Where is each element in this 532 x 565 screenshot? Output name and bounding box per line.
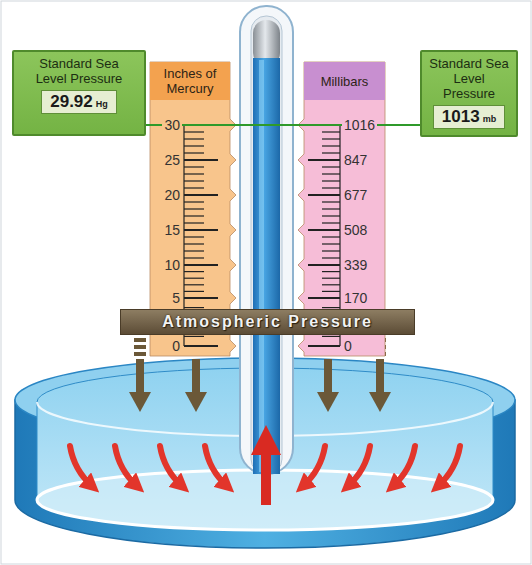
scale-heading: Inches of Mercury [150, 62, 230, 100]
pressure-box: Standard Sea Level Pressure 1013mb [420, 50, 518, 137]
pressure-band: Atmospheric Pressure [120, 309, 415, 335]
scale-number: 339 [342, 257, 369, 273]
pressure-value: 1013 [442, 107, 480, 127]
scale-number: 0 [342, 338, 354, 354]
pressure-value: 29.92 [50, 92, 93, 112]
scale-number: 677 [342, 187, 369, 203]
scale-number: 20 [162, 187, 182, 203]
scale-number: 30 [162, 117, 182, 133]
scale-number: 847 [342, 152, 369, 168]
scale-number: 1016 [342, 117, 377, 133]
scale-number: 15 [162, 222, 182, 238]
pressure-unit: Hg [96, 99, 108, 109]
scale-number: 508 [342, 222, 369, 238]
scale-number: 170 [342, 290, 369, 306]
scale-heading: Millibars [304, 62, 385, 100]
scale-number: 5 [170, 290, 182, 306]
box-heading: Standard Sea Level Pressure [428, 56, 510, 101]
pressure-box: Standard Sea Level Pressure 29.92Hg [12, 50, 146, 136]
scale-number: 0 [170, 338, 182, 354]
value-box: 1013mb [433, 105, 505, 129]
level-line [146, 124, 420, 126]
pressure-unit: mb [483, 114, 497, 124]
scale-number: 10 [162, 257, 182, 273]
band-label: Atmospheric Pressure [162, 313, 373, 331]
box-heading: Standard Sea Level Pressure [33, 56, 125, 86]
scale-number: 25 [162, 152, 182, 168]
value-box: 29.92Hg [41, 90, 117, 114]
